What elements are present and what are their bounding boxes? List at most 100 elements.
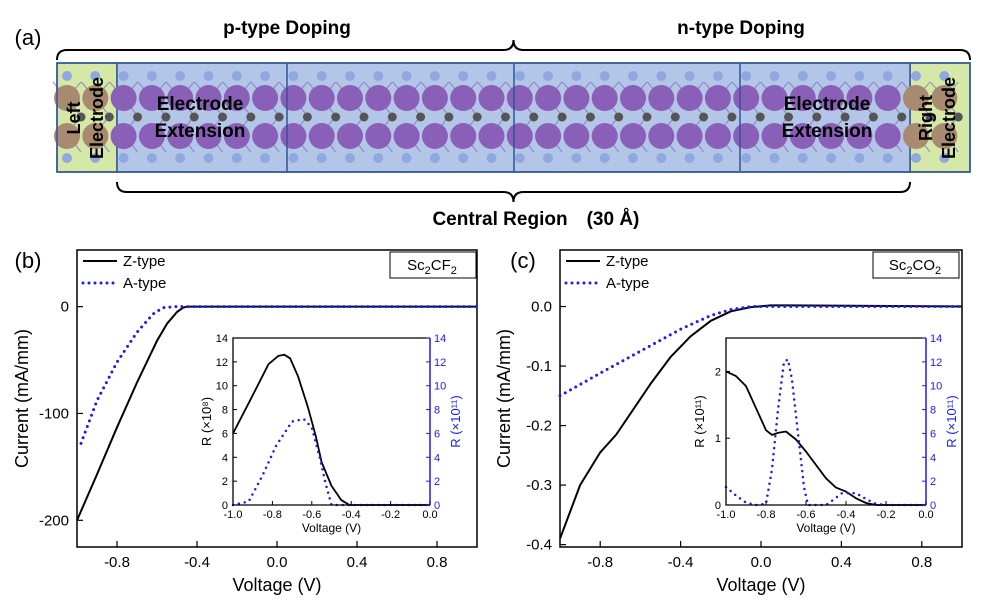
material-box [389, 251, 477, 279]
large-atom [874, 85, 901, 111]
large-atom [138, 85, 165, 111]
inset-x-tick-label: -0.4 [837, 509, 856, 521]
panel-label: (b) [15, 248, 42, 273]
carbon-atom [218, 112, 227, 122]
carbon-atom [784, 112, 793, 122]
x-tick-label: -0.4 [184, 554, 210, 571]
small-atom [882, 71, 893, 81]
small-atom [345, 153, 355, 163]
panel-label-a: (a) [15, 25, 42, 50]
large-atom [195, 85, 222, 111]
large-atom [223, 123, 250, 149]
carbon-atom [840, 112, 850, 122]
inset-y-tick-label-right: 4 [930, 452, 936, 464]
small-atom [316, 71, 327, 81]
small-atom [373, 71, 384, 81]
large-atom [761, 85, 788, 111]
large-atom [903, 123, 929, 149]
left-electrode-label: Left [64, 102, 84, 135]
y-axis-label: Current (mA/mm) [494, 329, 514, 468]
small-atom [854, 153, 865, 163]
legend-label: Z-type [606, 253, 649, 270]
inset-y-tick-label-left: 0 [222, 500, 228, 512]
y-tick-label: 0 [61, 299, 69, 316]
material-part: 2 [935, 265, 941, 277]
large-atom [931, 123, 958, 149]
carbon-atom [897, 112, 907, 122]
large-atom [676, 85, 703, 111]
inset-y-tick-label-right: 10 [434, 381, 446, 393]
large-atom [280, 85, 307, 111]
small-atom [429, 71, 440, 81]
small-atom [684, 153, 695, 163]
electrode-extension-left-label: Electrode [157, 94, 244, 115]
electrode-extension-left-label: Extension [155, 121, 246, 142]
inset-y-tick-label-right: 12 [434, 357, 446, 369]
large-atom [280, 123, 307, 149]
small-atom [90, 153, 101, 163]
large-atom [478, 85, 505, 111]
large-atom [846, 85, 873, 111]
small-atom [826, 153, 837, 163]
small-atom [769, 71, 780, 81]
small-atom [712, 71, 723, 81]
large-atom [761, 123, 788, 149]
x-tick-label: -0.8 [104, 554, 130, 571]
small-atom [146, 71, 157, 81]
large-atom [365, 85, 392, 111]
large-atom [421, 85, 448, 111]
inset-y-tick-label-right: 12 [930, 357, 942, 369]
small-atom [712, 153, 723, 163]
y-tick-label: -0.2 [526, 418, 552, 435]
material-part: CF [431, 257, 451, 274]
large-atom [818, 123, 845, 149]
carbon-atom [868, 112, 878, 122]
x-tick-label: 0.0 [751, 554, 772, 571]
inset-y-axis-label-left: R (×10⁸) [199, 397, 214, 446]
right-electrode-label: Right [916, 95, 936, 141]
carbon-atom [444, 112, 454, 122]
large-atom [789, 85, 816, 111]
large-atom [563, 123, 590, 149]
small-atom [543, 153, 554, 163]
inset-y-tick-label-left: 2 [715, 366, 721, 378]
small-atom [769, 153, 780, 163]
carbon-atom [246, 112, 256, 122]
small-atom [401, 71, 412, 81]
small-atom [797, 153, 808, 163]
carbon-atom [812, 112, 822, 122]
x-tick-label: 0.8 [427, 554, 448, 571]
inset-y-tick-label-left: 2 [222, 476, 228, 488]
inset-x-tick-label: -0.2 [381, 509, 400, 521]
series-z-type [76, 305, 477, 521]
large-atom [252, 123, 279, 149]
small-atom [458, 153, 469, 163]
small-atom [543, 71, 554, 81]
inset-frame [725, 337, 926, 506]
small-atom [231, 153, 242, 163]
carbon-atom [189, 112, 199, 122]
carbon-atom [359, 112, 369, 122]
large-atom [337, 123, 363, 149]
large-atom [138, 123, 165, 149]
large-atom [704, 123, 731, 149]
large-atom [903, 85, 929, 111]
y-tick-label: -100 [39, 405, 69, 422]
x-tick-label: -0.4 [668, 554, 694, 571]
inset-y-tick-label-right: 4 [434, 452, 440, 464]
large-atom [478, 123, 505, 149]
y-tick-label: -200 [39, 512, 69, 529]
y-axis-label: Current (mA/mm) [12, 329, 32, 468]
large-atom [110, 85, 137, 111]
small-atom [203, 71, 214, 81]
carbon-atom [104, 112, 114, 122]
inset-y-tick-label-left: 6 [222, 428, 228, 440]
small-atom [514, 153, 525, 163]
electrode-extension-right-label: Extension [782, 121, 873, 142]
carbon-atom [133, 112, 143, 122]
carbon-atom [529, 112, 539, 122]
inset-y-tick-label-left: 0 [715, 500, 721, 512]
carbon-atom [76, 112, 86, 122]
